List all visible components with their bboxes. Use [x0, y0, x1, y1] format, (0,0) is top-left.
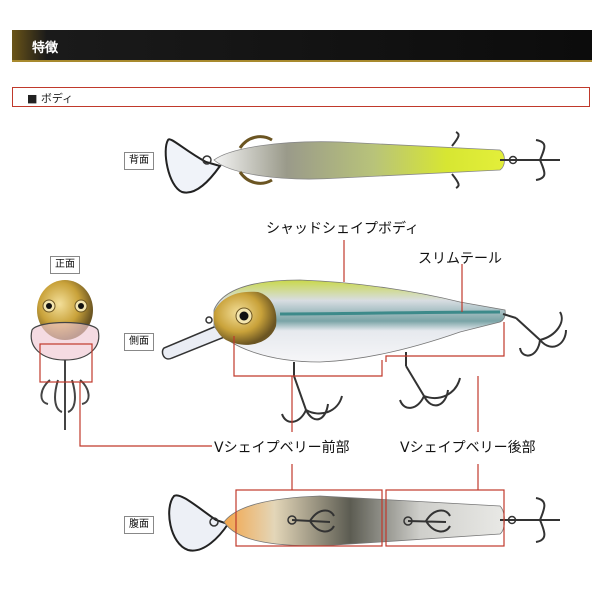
view-tag-top: 背面 [124, 152, 154, 170]
view-tag-side: 側面 [124, 333, 154, 351]
section-body-box: ■ ボディ [12, 87, 590, 107]
section-label: ■ ボディ [27, 92, 74, 105]
top-view-lure [164, 131, 560, 194]
callout-lines [39, 240, 505, 547]
callout-v-belly-rear: Vシェイプベリー後部 [400, 440, 536, 456]
belly-view-lure [168, 494, 560, 552]
front-view-lure [30, 280, 100, 430]
callout-slim-tail: スリムテール [418, 251, 502, 267]
view-tag-front: 正面 [50, 256, 80, 274]
view-tag-belly: 腹面 [124, 516, 154, 534]
header-title: 特徴 [32, 41, 59, 56]
side-view-lure [161, 279, 567, 423]
callout-v-belly-front: Vシェイプベリー前部 [214, 440, 350, 456]
callout-shad-shape-body: シャッドシェイプボディ [266, 221, 420, 237]
header-bar: 特徴 [12, 30, 592, 62]
